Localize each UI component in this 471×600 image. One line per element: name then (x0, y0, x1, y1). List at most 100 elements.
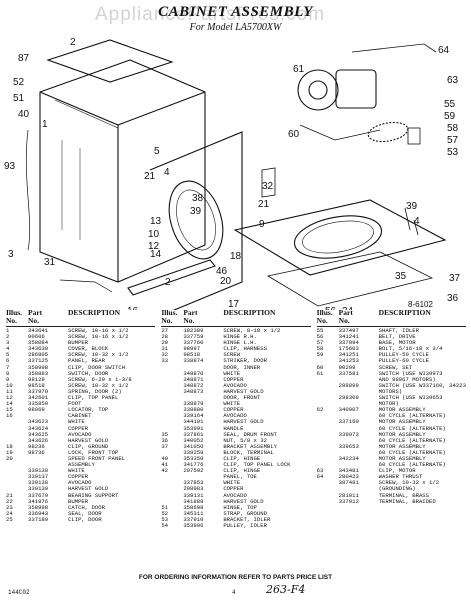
description: MOTOR ASSEMBLY (378, 407, 426, 414)
illus-no: 52 (161, 510, 169, 517)
description: HANDLE (223, 425, 244, 432)
parts-row: 60 CYCLE (ALTERNATE) (317, 413, 466, 419)
description: 60 CYCLE (ALTERNATE) (378, 413, 446, 420)
description: MOTOR ASSEMBLY (378, 455, 426, 462)
callout-20: 20 (220, 276, 232, 287)
illus-no: 16 (6, 413, 13, 420)
illus-no: 51 (161, 504, 169, 511)
description: CLIP, TOP PANEL LOCK (223, 462, 291, 469)
part-no: 341976 (28, 498, 49, 505)
description: SCREW, 10-16 x 1/2 (68, 328, 129, 334)
part-no: 286805 (28, 352, 49, 359)
description: WHITE (68, 468, 85, 475)
illus-no: 37 (161, 443, 169, 450)
parts-row: 41 341776 CLIP, TOP PANEL LOCK (161, 462, 310, 468)
callout-37: 37 (449, 273, 461, 284)
illus-no: 29 (161, 340, 169, 347)
description: FOOT (68, 401, 82, 408)
callout-55: 55 (444, 99, 456, 110)
part-no: 358883 (28, 370, 49, 377)
callout-40: 40 (18, 109, 30, 120)
callout-87: 87 (18, 53, 30, 64)
callout-39: 39 (406, 201, 418, 212)
illus-no-header: Illus. No. (6, 309, 23, 325)
description: HARVEST GOLD (68, 486, 109, 493)
part-no-header: Part No. (28, 309, 43, 325)
description: SCREW, 10-32 x 1/2 (378, 480, 440, 487)
description: CLIP, HINGE (223, 468, 261, 475)
part-no: 348873 (183, 388, 204, 395)
part-no: 337979 (28, 388, 49, 395)
description: 60 CYCLE (ALTERNATE) (378, 449, 446, 456)
description: STRIKER, DOOR (223, 358, 267, 365)
description: BRACKET, IDLER (223, 516, 271, 523)
illus-no: 61 (316, 370, 324, 377)
part-no: 280423 (338, 474, 359, 481)
callout-57: 57 (447, 135, 459, 146)
part-no-header: Part No. (338, 309, 353, 325)
description: MOTORS) (378, 388, 403, 395)
part-no: 90299 (338, 364, 356, 371)
description: COPPER (68, 474, 89, 481)
callout-12: 12 (148, 241, 160, 252)
part-no: 338880 (183, 407, 204, 414)
description: AVOCADO (223, 382, 247, 389)
description: BASE, MOTOR (378, 340, 416, 347)
part-no: 340052 (183, 437, 204, 444)
description: SEAL, DRUM FRONT (223, 431, 278, 438)
illus-no: 2 (6, 334, 10, 341)
callout-32: 32 (262, 181, 274, 192)
description: BRACKET ASSEMBLY (223, 443, 278, 450)
description: STRAP, GROUND (223, 510, 267, 517)
part-no: 348871 (183, 376, 204, 383)
description: WHITE (223, 480, 241, 487)
top-panel (46, 39, 174, 83)
description: 60 CYCLE (ALTERNATE) (378, 437, 446, 444)
part-no: 358998 (28, 364, 49, 371)
description: HINGE R.H. (223, 334, 257, 341)
description: PULLEY-50 CYCLE (378, 352, 430, 359)
part-no: 341776 (183, 462, 204, 469)
door-window (293, 215, 383, 259)
description: PULLEY, IDLER (223, 523, 267, 529)
illus-no: 41 (161, 462, 169, 469)
description: AVOCADO (223, 413, 247, 420)
description: HARVEST GOLD (223, 498, 264, 505)
description: COPPER (68, 425, 89, 432)
description: DOOR, FRONT (223, 395, 261, 402)
description: 60 CYCLE (ALTERNATE) (378, 462, 446, 469)
description: WHITE (223, 401, 241, 408)
part-no: 298309 (338, 395, 359, 402)
callout-64: 64 (438, 45, 450, 56)
description: SCREW, SET (378, 364, 413, 371)
illus-no: 15 (6, 407, 13, 414)
part-no: 343626 (28, 437, 49, 444)
illus-no: 60 (316, 364, 324, 371)
illus-no: 22 (6, 498, 13, 505)
